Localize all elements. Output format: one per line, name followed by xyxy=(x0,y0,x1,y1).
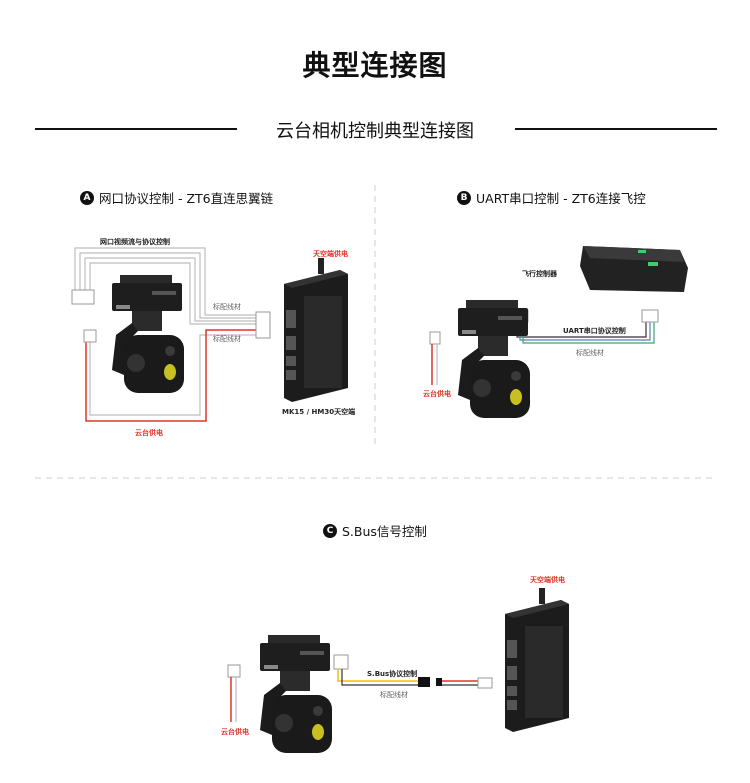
label-air-unit: MK15 / HM30天空端 xyxy=(282,408,356,416)
section-c-sbus-plug xyxy=(418,677,430,687)
section-b-badge: B xyxy=(457,190,471,205)
section-c-connector xyxy=(477,677,493,689)
section-b-label: UART串口控制 - ZT6连接飞控 xyxy=(476,191,646,206)
label-sbus: S.Bus协议控制 xyxy=(367,670,418,678)
section-b-power-connector xyxy=(429,331,441,345)
section-a-wires xyxy=(74,247,265,416)
label-video-control: 网口视频流与协议控制 xyxy=(100,238,170,246)
section-a-badge: A xyxy=(80,190,94,205)
page-title: 典型连接图 xyxy=(302,49,448,82)
label-cable: 标配线材 xyxy=(380,691,408,699)
section-a-label: 网口协议控制 - ZT6直连思翼链 xyxy=(99,191,274,206)
section-b-flight-controller xyxy=(580,246,688,292)
section-c-connector xyxy=(333,654,349,670)
label-cable: 标配线材 xyxy=(213,303,241,311)
label-uart: UART串口协议控制 xyxy=(563,327,626,335)
label-air-power: 天空端供电 xyxy=(530,576,565,584)
section-a-gimbal-camera xyxy=(112,275,184,393)
section-b-connector xyxy=(641,309,659,323)
section-c-power-connector xyxy=(227,664,241,678)
label-gimbal-power: 云台供电 xyxy=(221,728,249,736)
section-a-connector xyxy=(255,311,271,339)
section-a-heading: A 网口协议控制 - ZT6直连思翼链 xyxy=(80,188,273,207)
page-subtitle: 云台相机控制典型连接图 xyxy=(276,121,474,142)
section-c-heading: C S.Bus信号控制 xyxy=(323,521,427,540)
section-a-power-wire xyxy=(85,329,265,422)
section-b-gimbal-camera xyxy=(458,300,530,418)
label-cable: 标配线材 xyxy=(213,335,241,343)
label-cable: 标配线材 xyxy=(576,349,604,357)
section-c-sbus-wire-yellow xyxy=(337,669,420,682)
section-c-label: S.Bus信号控制 xyxy=(342,524,427,539)
section-b-heading: B UART串口控制 - ZT6连接飞控 xyxy=(457,188,646,207)
section-a-connector xyxy=(71,289,95,305)
section-c-sbus-plug xyxy=(436,678,442,686)
label-gimbal-power: 云台供电 xyxy=(135,429,163,437)
label-gimbal-power: 云台供电 xyxy=(423,390,451,398)
section-a-connector xyxy=(83,329,97,343)
section-c-air-unit xyxy=(505,588,569,732)
label-flight-controller: 飞行控制器 xyxy=(522,270,557,278)
section-c-badge: C xyxy=(323,523,337,538)
section-c-gimbal-camera xyxy=(260,635,332,753)
section-a-air-unit xyxy=(284,258,348,402)
label-air-power: 天空端供电 xyxy=(313,250,348,258)
